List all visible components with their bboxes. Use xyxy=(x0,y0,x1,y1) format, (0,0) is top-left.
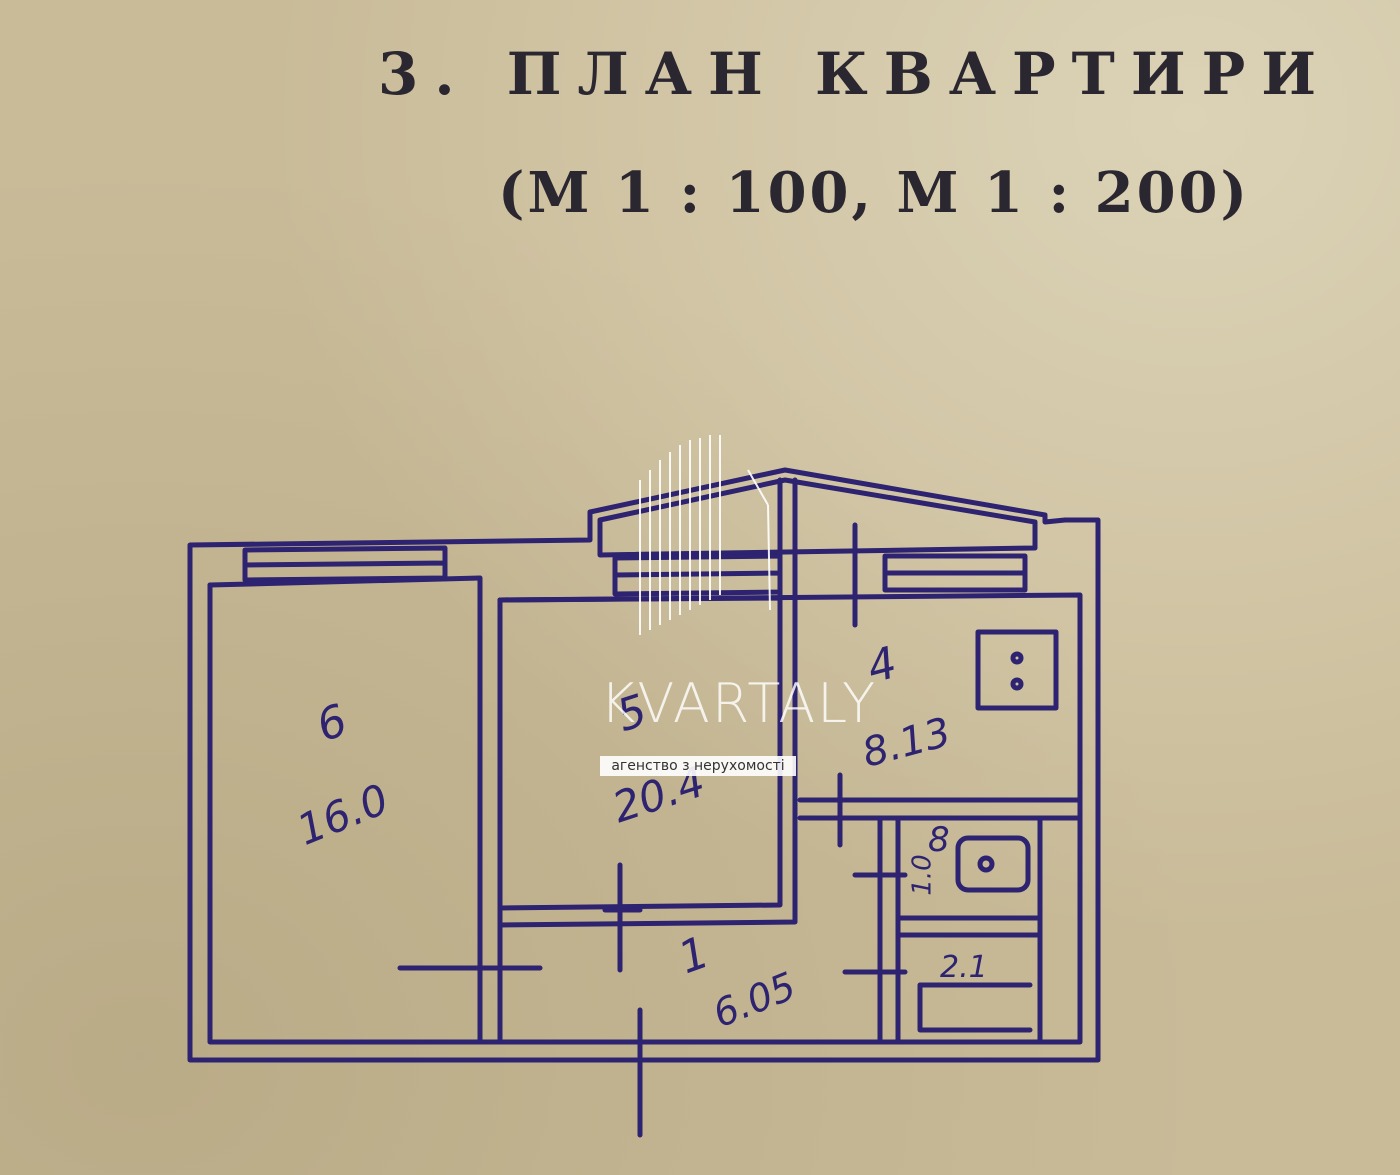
room-wc-area: 2.1 xyxy=(940,950,988,985)
scale-note: (М 1 : 100, М 1 : 200) xyxy=(498,160,1250,226)
toilet xyxy=(917,982,1033,1033)
inner-outline xyxy=(207,582,1083,1045)
document-heading: 3. ПЛАН КВАРТИРИ xyxy=(378,40,1333,108)
door-marks xyxy=(397,522,908,1138)
watermark-tagline: агенство з нерухомості xyxy=(600,756,796,776)
wall-bath xyxy=(877,815,1043,1045)
room-8-number: 8 xyxy=(928,820,950,860)
building-lines-icon xyxy=(639,435,771,635)
wall-kitchen xyxy=(797,797,1083,821)
stove xyxy=(975,629,1059,711)
window-left xyxy=(242,545,448,583)
watermark-name: KVARTALY xyxy=(600,672,878,735)
window-right xyxy=(882,553,1028,593)
room-8-area: 1.0 xyxy=(907,854,938,896)
sink xyxy=(955,835,1031,893)
balcony xyxy=(597,477,1038,558)
outer-wall xyxy=(187,467,1101,1063)
